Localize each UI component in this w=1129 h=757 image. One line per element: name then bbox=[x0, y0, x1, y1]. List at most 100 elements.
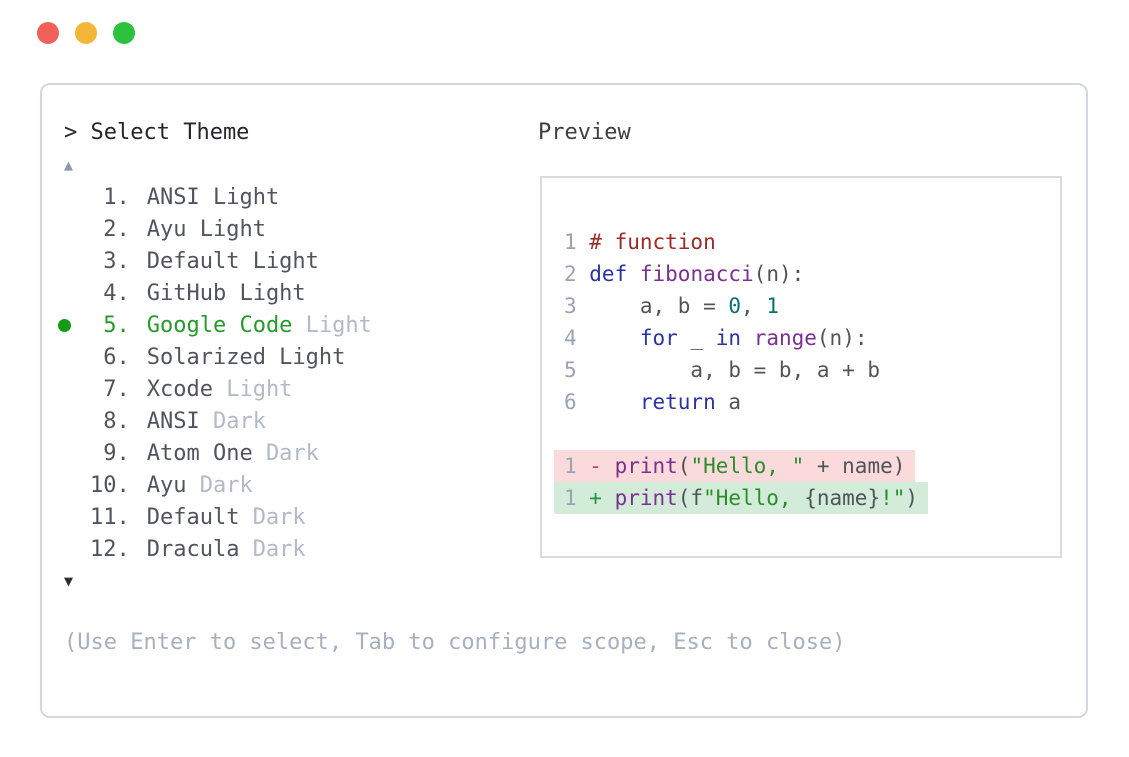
theme-item[interactable]: 1. ANSI Light bbox=[56, 181, 526, 213]
theme-item-label: Ayu Light bbox=[146, 216, 266, 242]
code-token-str: !" bbox=[880, 486, 906, 510]
window-controls bbox=[37, 22, 135, 44]
code-token-keyword: for bbox=[639, 326, 678, 350]
code-token-plain: ( bbox=[677, 454, 691, 478]
code-token-func: print bbox=[614, 454, 678, 478]
code-token-lit: 0 bbox=[728, 294, 742, 318]
maximize-window-button[interactable] bbox=[113, 22, 135, 44]
code-line: 4 for _ in range(n): bbox=[554, 322, 1060, 354]
theme-item-label: ANSI bbox=[146, 408, 200, 434]
diff-line-wrapper: 1-print("Hello, " + name) bbox=[554, 450, 1060, 482]
code-line: 1# function bbox=[554, 226, 1060, 258]
diff-line-wrapper: 1+print(f"Hello, {name}!") bbox=[554, 482, 1060, 514]
code-token-plain: a, b = bbox=[589, 294, 729, 318]
theme-item[interactable]: 6. Solarized Light bbox=[56, 341, 526, 373]
code-line: 3 a, b = 0, 1 bbox=[554, 290, 1060, 322]
code-token-plain bbox=[589, 326, 640, 350]
code-token-keyword: def bbox=[589, 262, 628, 286]
theme-item-label: ANSI Light bbox=[146, 184, 280, 210]
theme-item[interactable]: 10. Ayu Dark bbox=[56, 469, 526, 501]
theme-item-label: Default bbox=[146, 504, 240, 530]
diff-minus-icon: - bbox=[589, 454, 602, 478]
preview-label: Preview bbox=[538, 120, 631, 145]
theme-item-label: Xcode bbox=[146, 376, 213, 402]
code-token-comment: # function bbox=[589, 230, 716, 254]
theme-item-number: 12. bbox=[90, 536, 130, 562]
code-token-keyword: return bbox=[639, 390, 716, 414]
theme-item-number: 4. bbox=[103, 280, 130, 306]
code-token-func: range bbox=[753, 326, 817, 350]
theme-item-number: 3. bbox=[103, 248, 130, 274]
theme-item-label: Ayu bbox=[146, 472, 187, 498]
theme-item-number: 1. bbox=[103, 184, 130, 210]
code-token-plain: {name} bbox=[804, 486, 881, 510]
line-number: 5 bbox=[564, 358, 577, 382]
code-token-plain: (n): bbox=[753, 262, 805, 286]
code-token-str: "Hello, " bbox=[690, 454, 805, 478]
code-token-lit: 1 bbox=[766, 294, 779, 318]
code-line: 2 def fibonacci(n): bbox=[554, 258, 1060, 290]
theme-item[interactable]: 2. Ayu Light bbox=[56, 213, 526, 245]
code-token-plain: a, b = b, a + b bbox=[589, 358, 881, 382]
theme-item-label: GitHub Light bbox=[146, 280, 306, 306]
line-number: 6 bbox=[564, 390, 577, 414]
diff-line-added: 1+print(f"Hello, {name}!") bbox=[554, 482, 929, 514]
theme-item[interactable]: 3. Default Light bbox=[56, 245, 526, 277]
line-number: 4 bbox=[564, 326, 577, 350]
theme-item-label: Default Light bbox=[146, 248, 319, 274]
theme-item-number: 7. bbox=[103, 376, 130, 402]
theme-list: 1. ANSI Light 2. Ayu Light 3. Default Light 4.… bbox=[56, 181, 526, 565]
theme-item-variant-label: Light bbox=[226, 376, 293, 402]
diff-line-removed: 1-print("Hello, " + name) bbox=[554, 450, 916, 482]
theme-item-label: Atom One bbox=[146, 440, 253, 466]
theme-picker-window: > Select Theme ▲ 1. ANSI Light 2. Ayu Light… bbox=[40, 83, 1088, 718]
theme-item-variant-label: Dark bbox=[212, 408, 266, 434]
theme-item-variant-label: Dark bbox=[265, 440, 319, 466]
code-token-plain: a bbox=[715, 390, 742, 414]
code-token-func: print bbox=[614, 486, 678, 510]
theme-item-number: 2. bbox=[103, 216, 130, 242]
selected-bullet-icon bbox=[56, 318, 90, 332]
line-number: 1 bbox=[564, 454, 577, 478]
theme-item[interactable]: 4. GitHub Light bbox=[56, 277, 526, 309]
line-number: 3 bbox=[564, 294, 577, 318]
theme-item-number: 11. bbox=[90, 504, 130, 530]
scroll-down-icon[interactable]: ▼ bbox=[64, 572, 74, 590]
scroll-up-icon[interactable]: ▲ bbox=[64, 156, 74, 174]
theme-item-label: Solarized Light bbox=[146, 344, 346, 370]
theme-item-label: Dracula bbox=[146, 536, 240, 562]
theme-item-variant-label: Dark bbox=[199, 472, 253, 498]
code-token-plain: (f bbox=[677, 486, 704, 510]
code-token-plain: ) bbox=[905, 486, 919, 510]
code-token-plain bbox=[741, 326, 754, 350]
code-line: 5 a, b = b, a + b bbox=[554, 354, 1060, 386]
code-line: 6 return a bbox=[554, 386, 1060, 418]
theme-item[interactable]: 11. Default Dark bbox=[56, 501, 526, 533]
code-token-func: fibonacci bbox=[639, 262, 754, 286]
line-number: 2 bbox=[564, 262, 577, 286]
close-window-button[interactable] bbox=[37, 22, 59, 44]
theme-item[interactable]: 8. ANSI Dark bbox=[56, 405, 526, 437]
code-token-keyword: in bbox=[715, 326, 742, 350]
code-token-plain bbox=[589, 390, 640, 414]
theme-item-variant-label: Light bbox=[305, 312, 372, 338]
theme-item-number: 6. bbox=[103, 344, 130, 370]
code-token-plain: _ bbox=[677, 326, 716, 350]
minimize-window-button[interactable] bbox=[75, 22, 97, 44]
theme-item[interactable]: 7. Xcode Light bbox=[56, 373, 526, 405]
code-token-str: "Hello, bbox=[703, 486, 805, 510]
code-token-plain: (n): bbox=[816, 326, 868, 350]
theme-item-label: Google Code bbox=[146, 312, 293, 338]
code-token-plain bbox=[627, 262, 640, 286]
keyboard-hint: (Use Enter to select, Tab to configure s… bbox=[64, 630, 846, 655]
theme-item-number: 8. bbox=[103, 408, 130, 434]
diff-plus-icon: + bbox=[589, 486, 602, 510]
theme-item-number: 10. bbox=[90, 472, 130, 498]
theme-item-variant-label: Dark bbox=[252, 504, 306, 530]
select-theme-prompt: > Select Theme bbox=[64, 120, 250, 145]
